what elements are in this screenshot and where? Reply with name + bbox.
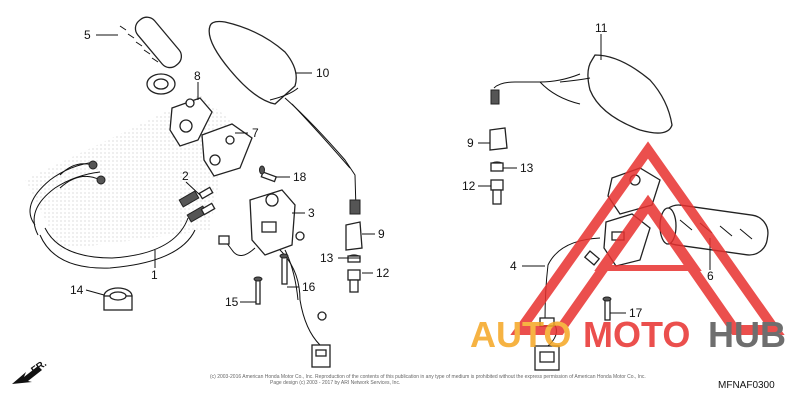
diagram-code: MFNAF0300 <box>718 380 775 391</box>
callout-13-right: 13 <box>520 161 534 175</box>
callout-6: 6 <box>707 269 714 283</box>
callout-8: 8 <box>194 69 201 83</box>
callout-12-left: 12 <box>376 266 390 280</box>
callout-12-right: 12 <box>462 179 476 193</box>
front-direction-arrow: FR. <box>12 358 49 384</box>
callout-4: 4 <box>510 259 517 273</box>
callout-3: 3 <box>308 206 315 220</box>
watermark-text-moto: MOTO <box>583 314 690 355</box>
screw-right <box>602 296 612 321</box>
callout-1: 1 <box>151 268 158 282</box>
callout-18: 18 <box>293 170 307 184</box>
callout-17: 17 <box>629 306 643 320</box>
left-mirror <box>208 20 361 215</box>
watermark-text-hub: HUB <box>708 314 786 355</box>
watermark-text-auto: AUTO <box>470 314 571 355</box>
copyright-line-1: (c) 2003-2016 American Honda Motor Co., … <box>210 374 646 380</box>
callout-11: 11 <box>595 21 608 35</box>
left-handlebar-switch <box>218 189 331 368</box>
switch-holder <box>169 97 213 147</box>
callout-14: 14 <box>70 283 84 297</box>
callout-5: 5 <box>84 28 91 42</box>
throttle-cables <box>29 160 216 269</box>
copyright-line-2: Page design (c) 2003 - 2017 by ARI Netwo… <box>270 380 400 386</box>
screws-left <box>253 165 289 305</box>
callout-16: 16 <box>302 280 316 294</box>
cable-clamp <box>103 287 133 311</box>
callout-15: 15 <box>225 295 239 309</box>
callout-13-left: 13 <box>320 251 334 265</box>
callout-9-left: 9 <box>378 227 385 241</box>
watermark-logo: AUTO MOTO HUB <box>470 141 786 355</box>
leader-lines <box>85 34 711 314</box>
callout-10: 10 <box>316 66 330 80</box>
callout-2: 2 <box>182 169 189 183</box>
mirror-mount-parts-center <box>345 221 363 293</box>
mirror-mount-parts-right <box>489 127 508 205</box>
left-grip <box>119 16 183 95</box>
callout-7: 7 <box>252 126 259 140</box>
callout-9-right: 9 <box>467 136 474 150</box>
right-mirror <box>490 54 673 134</box>
lever-bracket <box>201 123 253 177</box>
